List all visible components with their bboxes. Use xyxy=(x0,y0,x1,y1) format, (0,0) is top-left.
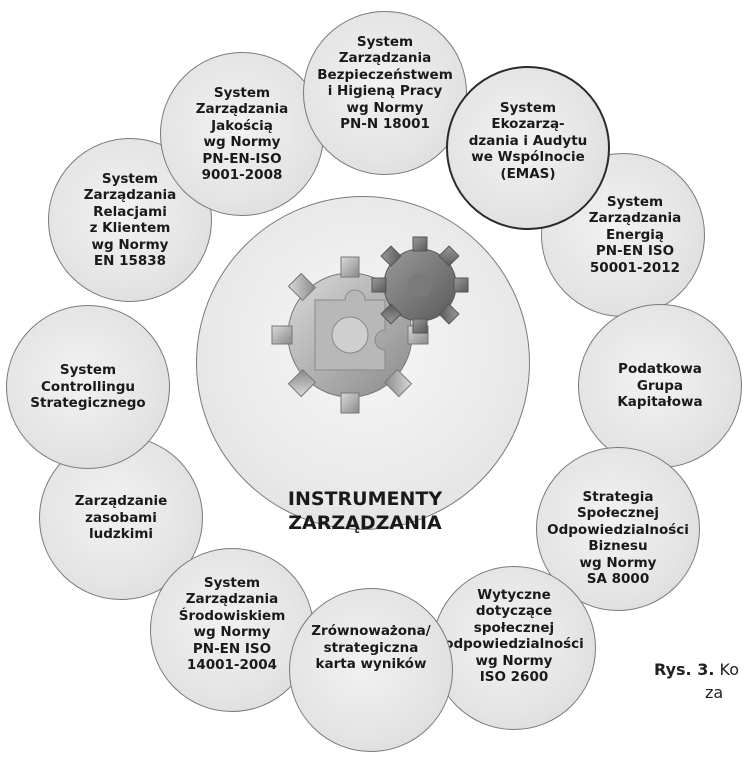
figure-caption: Rys. 3. Ko xyxy=(654,660,739,679)
figure-caption-label: Rys. 3. xyxy=(654,660,715,679)
node-wytyczne-label: Wytyczne dotyczące społecznej odpowiedzi… xyxy=(444,586,584,686)
gears-puzzle-icon xyxy=(271,236,469,414)
node-energia-label: System Zarządzania Energią PN-EN ISO 500… xyxy=(588,193,682,276)
node-relacje: System Zarządzania Relacjami z Klientem … xyxy=(48,138,212,302)
figure-caption-line2: za xyxy=(705,683,724,702)
node-bhp-label: System Zarządzania Bezpieczeństwem i Hig… xyxy=(317,33,453,133)
node-bhp: System Zarządzania Bezpieczeństwem i Hig… xyxy=(303,11,467,175)
node-jakosc-label: System Zarządzania Jakością wg Normy PN-… xyxy=(195,84,289,184)
node-podatkowa: Podatkowa Grupa Kapitałowa xyxy=(578,304,742,468)
node-srodowisko-label: System Zarządzania Środowiskiem wg Normy… xyxy=(178,574,286,674)
node-controlling-label: System Controllingu Strategicznego xyxy=(30,362,146,412)
node-csr-label: Strategia Społecznej Odpowiedzialności B… xyxy=(547,488,689,588)
node-jakosc: System Zarządzania Jakością wg Normy PN-… xyxy=(160,52,324,216)
node-emas: System Ekozarzą- dzania i Audytu we Wspó… xyxy=(446,66,610,230)
node-controlling: System Controllingu Strategicznego xyxy=(6,305,170,469)
node-relacje-label: System Zarządzania Relacjami z Klientem … xyxy=(83,170,177,270)
node-zasoby-label: Zarządzanie zasobami ludzkimi xyxy=(74,493,168,543)
node-podatkowa-label: Podatkowa Grupa Kapitałowa xyxy=(617,361,703,411)
center-title: INSTRUMENTY ZARZĄDZANIA xyxy=(287,488,443,534)
node-energia: System Zarządzania Energią PN-EN ISO 500… xyxy=(541,153,705,317)
node-emas-label: System Ekozarzą- dzania i Audytu we Wspó… xyxy=(468,99,588,182)
figure-caption-text: Ko xyxy=(719,660,739,679)
node-srodowisko: System Zarządzania Środowiskiem wg Normy… xyxy=(150,548,314,712)
node-karta: Zrównoważona/ strategiczna karta wyników xyxy=(289,588,453,752)
node-wytyczne: Wytyczne dotyczące społecznej odpowiedzi… xyxy=(432,566,596,730)
node-karta-label: Zrównoważona/ strategiczna karta wyników xyxy=(311,623,431,673)
